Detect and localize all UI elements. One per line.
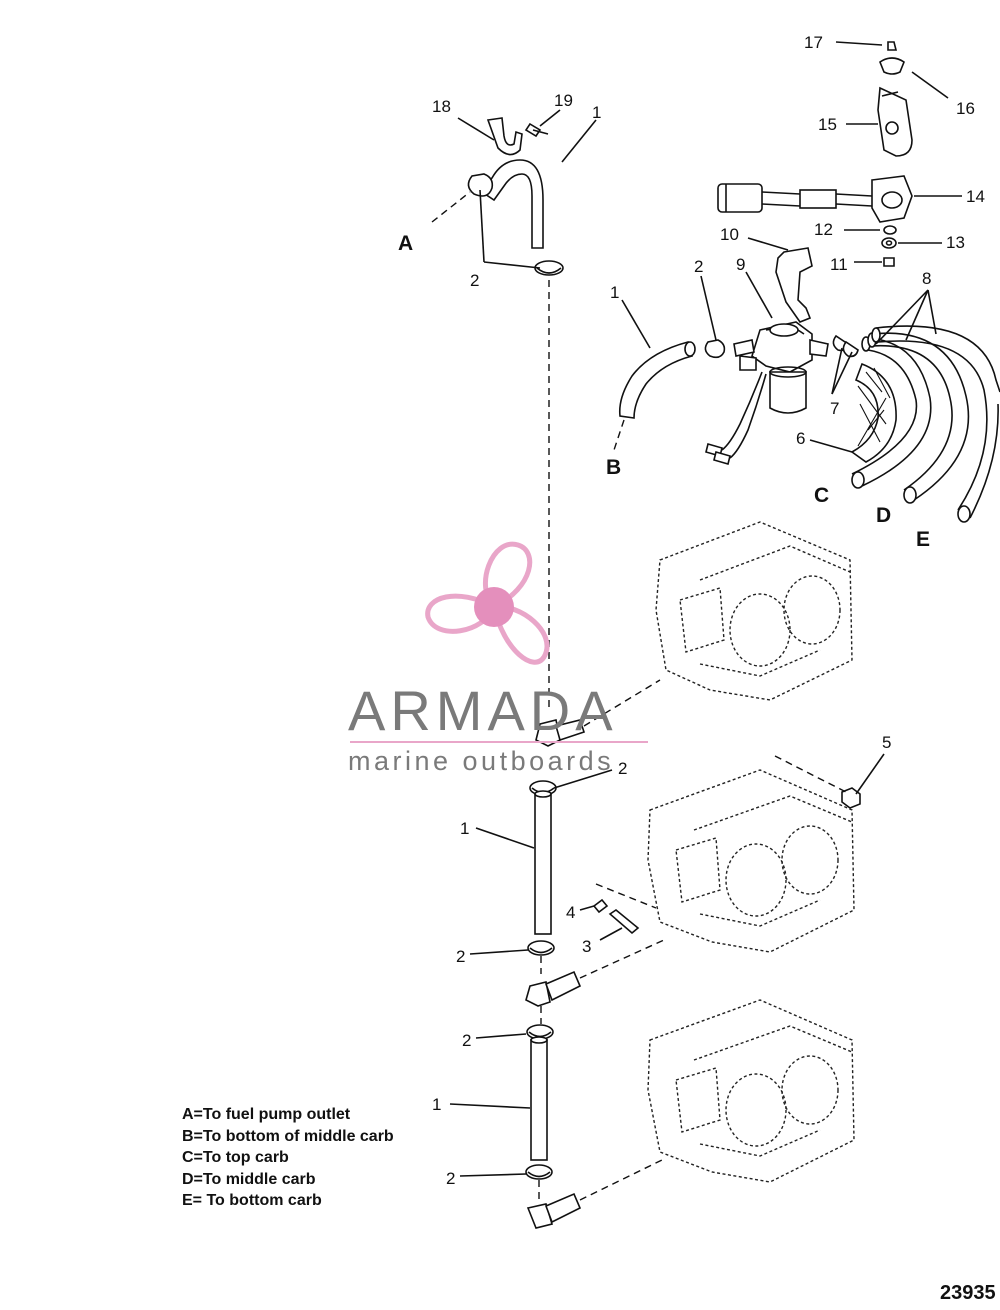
callout-17: 17 <box>804 33 823 52</box>
callout-numbers: 17 16 15 14 12 13 11 10 9 8 7 6 18 19 1 … <box>432 33 985 1188</box>
callout-7: 7 <box>830 399 839 418</box>
callout-4: 4 <box>566 903 575 922</box>
callout-15: 15 <box>818 115 837 134</box>
hoses-c-d-e <box>832 325 1000 523</box>
elbow-hose-assembly <box>431 117 564 712</box>
callout-2-under-tee: 2 <box>618 759 627 778</box>
callout-2-bottom: 2 <box>446 1169 455 1188</box>
fuel-distribution-block <box>705 247 829 465</box>
callout-19: 19 <box>554 91 573 110</box>
top-carburetor <box>655 521 853 701</box>
bracket-assembly <box>877 41 913 157</box>
callout-1-top: 1 <box>592 103 601 122</box>
letter-a: A <box>398 232 413 255</box>
sensor-harness <box>717 175 913 267</box>
callout-13: 13 <box>946 233 965 252</box>
callout-8: 8 <box>922 269 931 288</box>
callout-1-middle: 1 <box>460 819 469 838</box>
callout-18: 18 <box>432 97 451 116</box>
callout-5: 5 <box>882 733 891 752</box>
letter-e: E <box>916 528 930 551</box>
fuel-tee-stack <box>525 679 861 1229</box>
callout-2-middle-tee: 2 <box>456 947 465 966</box>
callout-6: 6 <box>796 429 805 448</box>
callout-3: 3 <box>582 937 591 956</box>
armada-logo: ARMADA marine outboards <box>348 541 648 776</box>
middle-carburetor <box>647 769 855 953</box>
letter-c: C <box>814 484 829 507</box>
callout-10: 10 <box>720 225 739 244</box>
callout-11: 11 <box>830 255 848 274</box>
callout-16: 16 <box>956 99 975 118</box>
callout-1-hose-b: 1 <box>610 283 619 302</box>
figure-id: 23935 <box>940 1282 996 1304</box>
legend-item-b: B=To bottom of middle carb <box>182 1127 394 1145</box>
legend-item-c: C=To top carb <box>182 1149 289 1166</box>
callout-14: 14 <box>966 187 985 206</box>
callout-12: 12 <box>814 220 833 239</box>
letter-d: D <box>876 504 891 527</box>
propeller-icon <box>425 541 550 665</box>
watermark-subtitle: marine outboards <box>348 746 614 776</box>
destination-letters: A B C D E <box>398 232 930 551</box>
legend: A=To fuel pump outlet B=To bottom of mid… <box>182 1104 394 1212</box>
legend-item-d: D=To middle carb <box>182 1170 316 1188</box>
legend-item-a: A=To fuel pump outlet <box>182 1106 351 1123</box>
watermark-title: ARMADA <box>348 679 618 742</box>
callout-2-top: 2 <box>470 271 479 290</box>
callout-1-lower: 1 <box>432 1095 441 1114</box>
leader-lines <box>449 41 962 1177</box>
callout-2-fuel-block: 2 <box>694 257 703 276</box>
bottom-carburetor <box>647 999 855 1183</box>
callout-9: 9 <box>736 255 745 274</box>
legend-item-e: E= To bottom carb <box>182 1192 322 1209</box>
hose-b <box>613 339 726 451</box>
callout-2-lower-clamp: 2 <box>462 1031 471 1050</box>
letter-b: B <box>606 456 621 479</box>
